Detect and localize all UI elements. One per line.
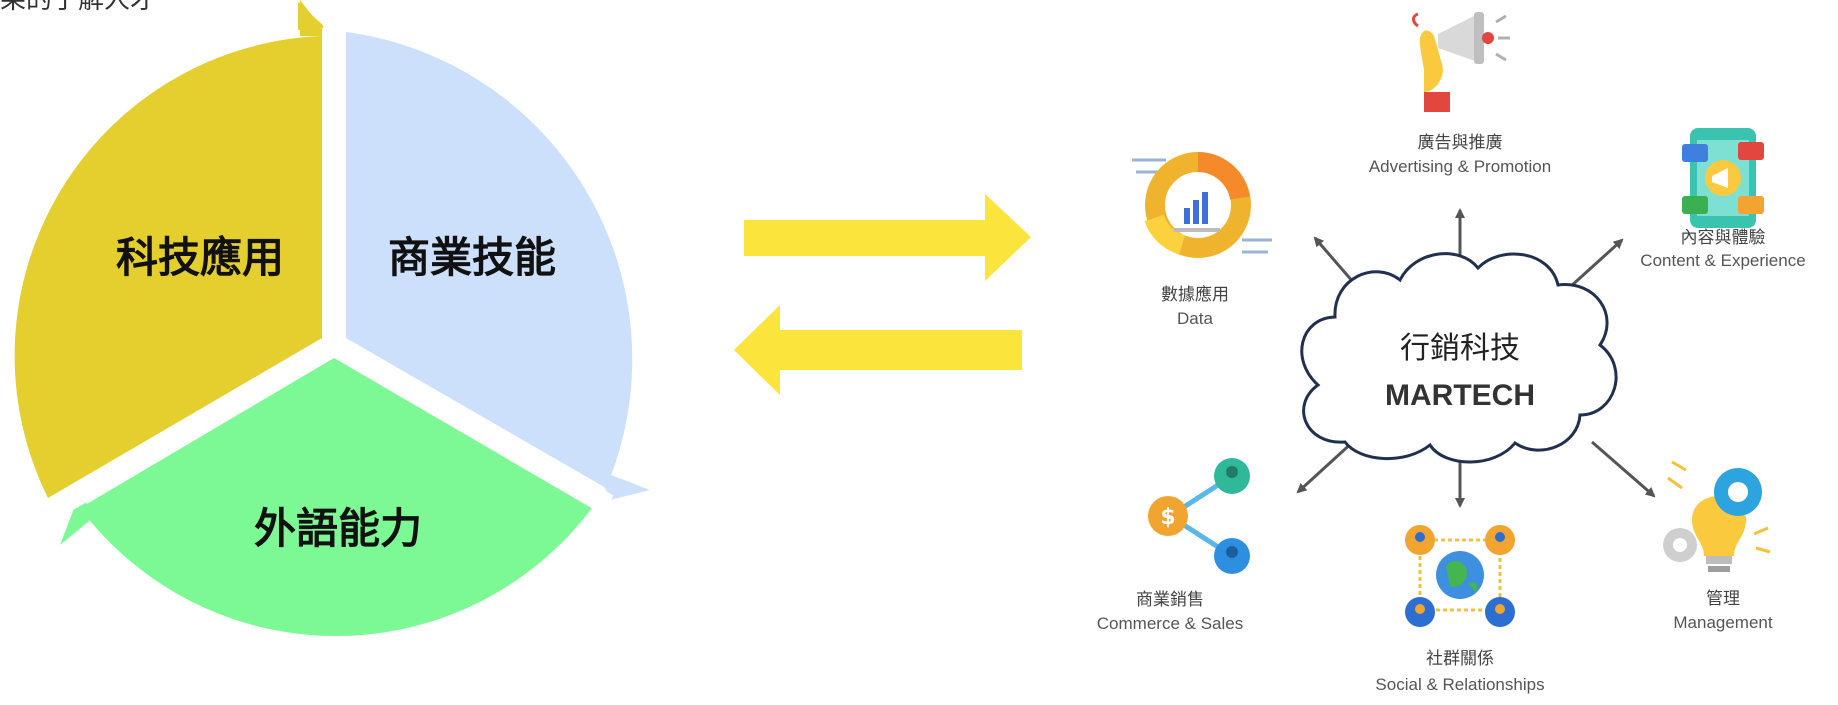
martech-center-title: 行銷科技	[1400, 331, 1520, 366]
cycle-sector-tech	[14, 36, 323, 498]
commerce-share-icon: $	[1148, 458, 1250, 574]
node-content: 內容與體驗 Content & Experience	[1640, 128, 1806, 270]
social-network-icon	[1405, 525, 1515, 627]
cycle-label-tech: 科技應用	[116, 233, 284, 282]
node-commerce: $ 商業銷售 Commerce & Sales	[1097, 458, 1250, 633]
node-content-title: 內容與體驗	[1681, 228, 1766, 248]
node-social: 社群關係 Social & Relationships	[1375, 525, 1545, 694]
cycle-sector-language	[80, 358, 592, 636]
cycle-divider-left	[54, 335, 340, 515]
arrow-left	[734, 305, 1022, 395]
cycle-sector-business	[346, 32, 633, 488]
martech-diagram: 行銷科技 MARTECH 廣告與推廣 Advertising & Promoti…	[1097, 12, 1806, 694]
node-advertising-subtitle: Advertising & Promotion	[1369, 157, 1551, 176]
cycle-divider-right	[328, 335, 614, 515]
node-management-subtitle: Management	[1673, 613, 1773, 632]
martech-cloud	[1300, 252, 1618, 464]
cycle-arrowtip-tech-point	[298, 2, 326, 30]
cycle-label-language: 外語能力	[254, 504, 422, 553]
node-management: 管理 Management	[1663, 460, 1773, 632]
connector-content	[1568, 238, 1624, 289]
node-data: 數據應用 Data	[1132, 152, 1272, 328]
node-data-subtitle: Data	[1177, 309, 1213, 328]
node-advertising-title: 廣告與推廣	[1418, 133, 1503, 153]
data-chart-icon	[1132, 152, 1272, 258]
node-commerce-subtitle: Commerce & Sales	[1097, 614, 1243, 633]
node-content-subtitle: Content & Experience	[1640, 251, 1805, 270]
cycle-label-business: 商業技能	[388, 233, 556, 282]
content-phone-icon	[1682, 128, 1764, 228]
node-data-title: 數據應用	[1161, 284, 1229, 305]
node-commerce-title: 商業銷售	[1136, 590, 1204, 610]
cycle-arrowtip-language	[60, 498, 100, 545]
node-social-subtitle: Social & Relationships	[1375, 675, 1544, 694]
martech-center-subtitle: MARTECH	[1385, 379, 1535, 412]
management-bulb-icon	[1663, 460, 1771, 572]
cycle-diagram: 科技應用 商業技能 外語能力	[14, 0, 650, 636]
node-social-title: 社群關係	[1426, 649, 1494, 669]
cycle-arrowtip-business	[598, 470, 650, 500]
megaphone-hand-icon	[1412, 12, 1510, 112]
connector-management	[1591, 440, 1656, 498]
connector-commerce	[1296, 438, 1357, 494]
top-left-fragment: 果的了解人才	[0, 0, 156, 14]
exchange-arrows	[734, 194, 1031, 395]
node-management-title: 管理	[1706, 589, 1740, 609]
node-advertising: 廣告與推廣 Advertising & Promotion	[1369, 12, 1551, 176]
svg-text:$: $	[1160, 505, 1175, 530]
arrow-right	[744, 194, 1031, 281]
